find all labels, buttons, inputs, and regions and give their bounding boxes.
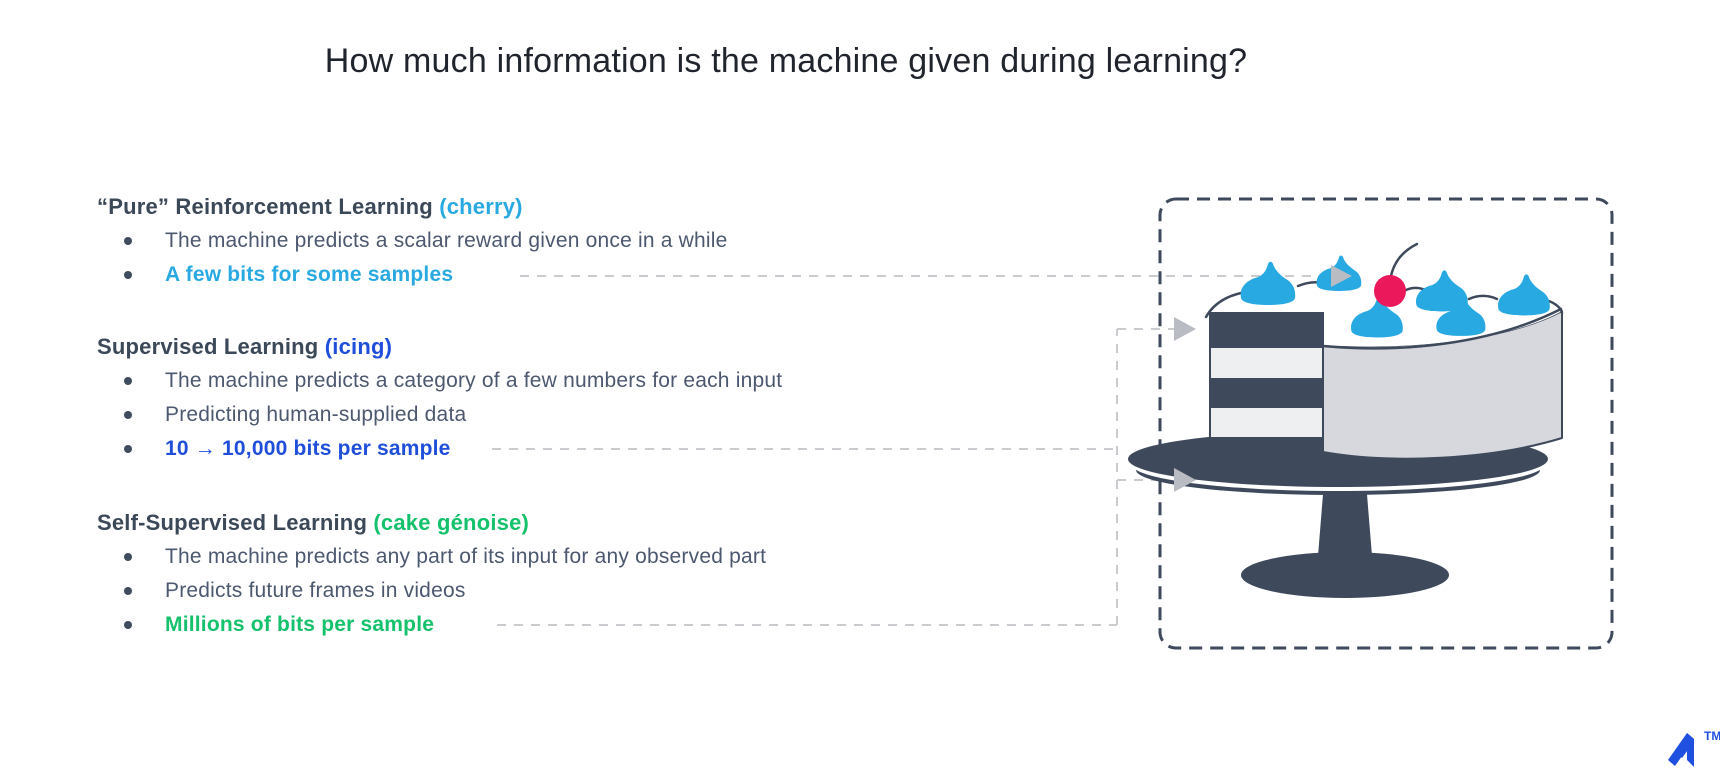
section-self-supervised-learning: Self-Supervised Learning (cake génoise) … (97, 506, 1077, 642)
connector-arrowheads (1174, 265, 1352, 492)
learning-types-list: “Pure” Reinforcement Learning (cherry) T… (97, 190, 1077, 642)
bullet-dot (124, 377, 132, 385)
bullet-item: The machine predicts a category of a few… (97, 364, 1077, 398)
bullet-item: The machine predicts a scalar reward giv… (97, 224, 1077, 258)
bullet-item: Millions of bits per sample (97, 608, 1077, 642)
bullet-text: The machine predicts any part of its inp… (165, 545, 767, 568)
bullet-item: The machine predicts any part of its inp… (97, 540, 1077, 574)
cake-front-rim (1321, 307, 1563, 350)
dashed-frame (1158, 197, 1614, 650)
bullet-text-emphasis: 10 → 10,000 bits per sample (165, 437, 451, 460)
heading-text: Self-Supervised Learning (97, 510, 368, 535)
section-heading: “Pure” Reinforcement Learning (cherry) (97, 190, 1077, 224)
cake-stand-stem (1318, 482, 1372, 556)
bullet-dot (124, 587, 132, 595)
bullet-text: Predicts future frames in videos (165, 579, 466, 602)
cake (1128, 242, 1564, 598)
cherry-icon (1374, 275, 1406, 307)
heading-tag-cherry: (cherry) (439, 194, 523, 219)
toptal-logo-icon: TM (1668, 729, 1720, 767)
heading-tag-genoise: (cake génoise) (373, 510, 530, 535)
arrow-icon-cherry (1331, 265, 1352, 287)
section-reinforcement-learning: “Pure” Reinforcement Learning (cherry) T… (97, 190, 1077, 292)
section-supervised-learning: Supervised Learning (icing) The machine … (97, 330, 1077, 466)
heading-text: Supervised Learning (97, 334, 319, 359)
arrow-icon-genoise (1174, 468, 1196, 492)
bullet-dot (124, 411, 132, 419)
trademark-label: TM (1704, 729, 1720, 743)
icing-dollop-icon (1498, 274, 1550, 316)
heading-tag-icing: (icing) (324, 334, 393, 359)
icing-dollop-icon (1240, 261, 1296, 305)
connector-lines (492, 275, 1336, 626)
bullet-dot (124, 553, 132, 561)
cake-stand-base (1241, 552, 1449, 598)
bullet-text: The machine predicts a category of a few… (165, 369, 783, 392)
cherry-stem (1389, 242, 1419, 278)
heading-text: “Pure” Reinforcement Learning (97, 194, 433, 219)
bullet-item: 10 → 10,000 bits per sample (97, 432, 1077, 466)
bullet-item: Predicting human-supplied data (97, 398, 1077, 432)
layer-cake-slice (1209, 312, 1324, 439)
section-heading: Supervised Learning (icing) (97, 330, 1077, 364)
section-heading: Self-Supervised Learning (cake génoise) (97, 506, 1077, 540)
bullet-dot (124, 237, 132, 245)
arrow-icon-icing (1174, 317, 1196, 341)
bullet-text: Predicting human-supplied data (165, 403, 467, 426)
bullet-dot (124, 445, 132, 453)
bullet-dot (124, 271, 132, 279)
bullet-dot (124, 621, 132, 629)
bullet-item: Predicts future frames in videos (97, 574, 1077, 608)
bullet-text-emphasis: A few bits for some samples (165, 263, 454, 286)
slide-title: How much information is the machine give… (324, 42, 1248, 80)
bullet-text-emphasis: Millions of bits per sample (165, 613, 435, 636)
bullet-item: A few bits for some samples (97, 258, 1077, 292)
bullet-text: The machine predicts a scalar reward giv… (165, 229, 728, 252)
